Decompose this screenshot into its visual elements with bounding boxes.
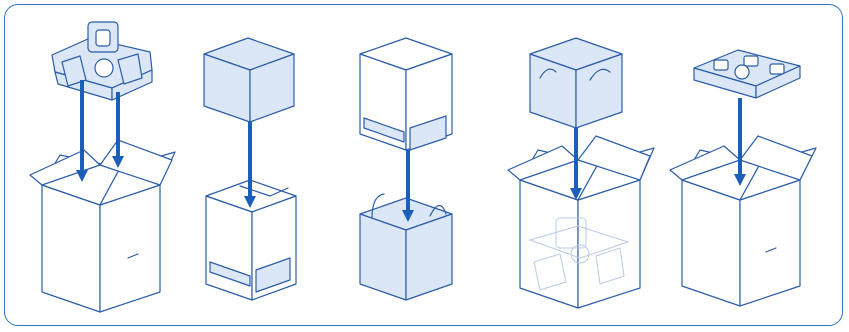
step-4-open-box [507, 135, 655, 309]
step-5-arrow [734, 98, 746, 186]
step-2 [203, 37, 297, 301]
step-1 [29, 21, 176, 313]
step-1-foam-insert [51, 21, 153, 101]
step-5-foam-insert [693, 49, 801, 99]
step-3-printer [359, 37, 453, 151]
step-5-open-box [669, 135, 817, 307]
step-3-arrow [402, 150, 414, 222]
step-2-printer [205, 179, 297, 301]
step-3-cover-bag [359, 193, 453, 301]
step-2-arrow [244, 122, 256, 208]
step-1-arrows [76, 80, 124, 182]
step-2-printer-cover [203, 37, 295, 123]
step-3 [359, 37, 453, 301]
step-4 [507, 37, 655, 309]
step-4-covered-printer [529, 37, 623, 129]
step-4-arrow [570, 128, 582, 200]
step-1-open-box [29, 139, 176, 313]
step-5 [669, 49, 817, 307]
